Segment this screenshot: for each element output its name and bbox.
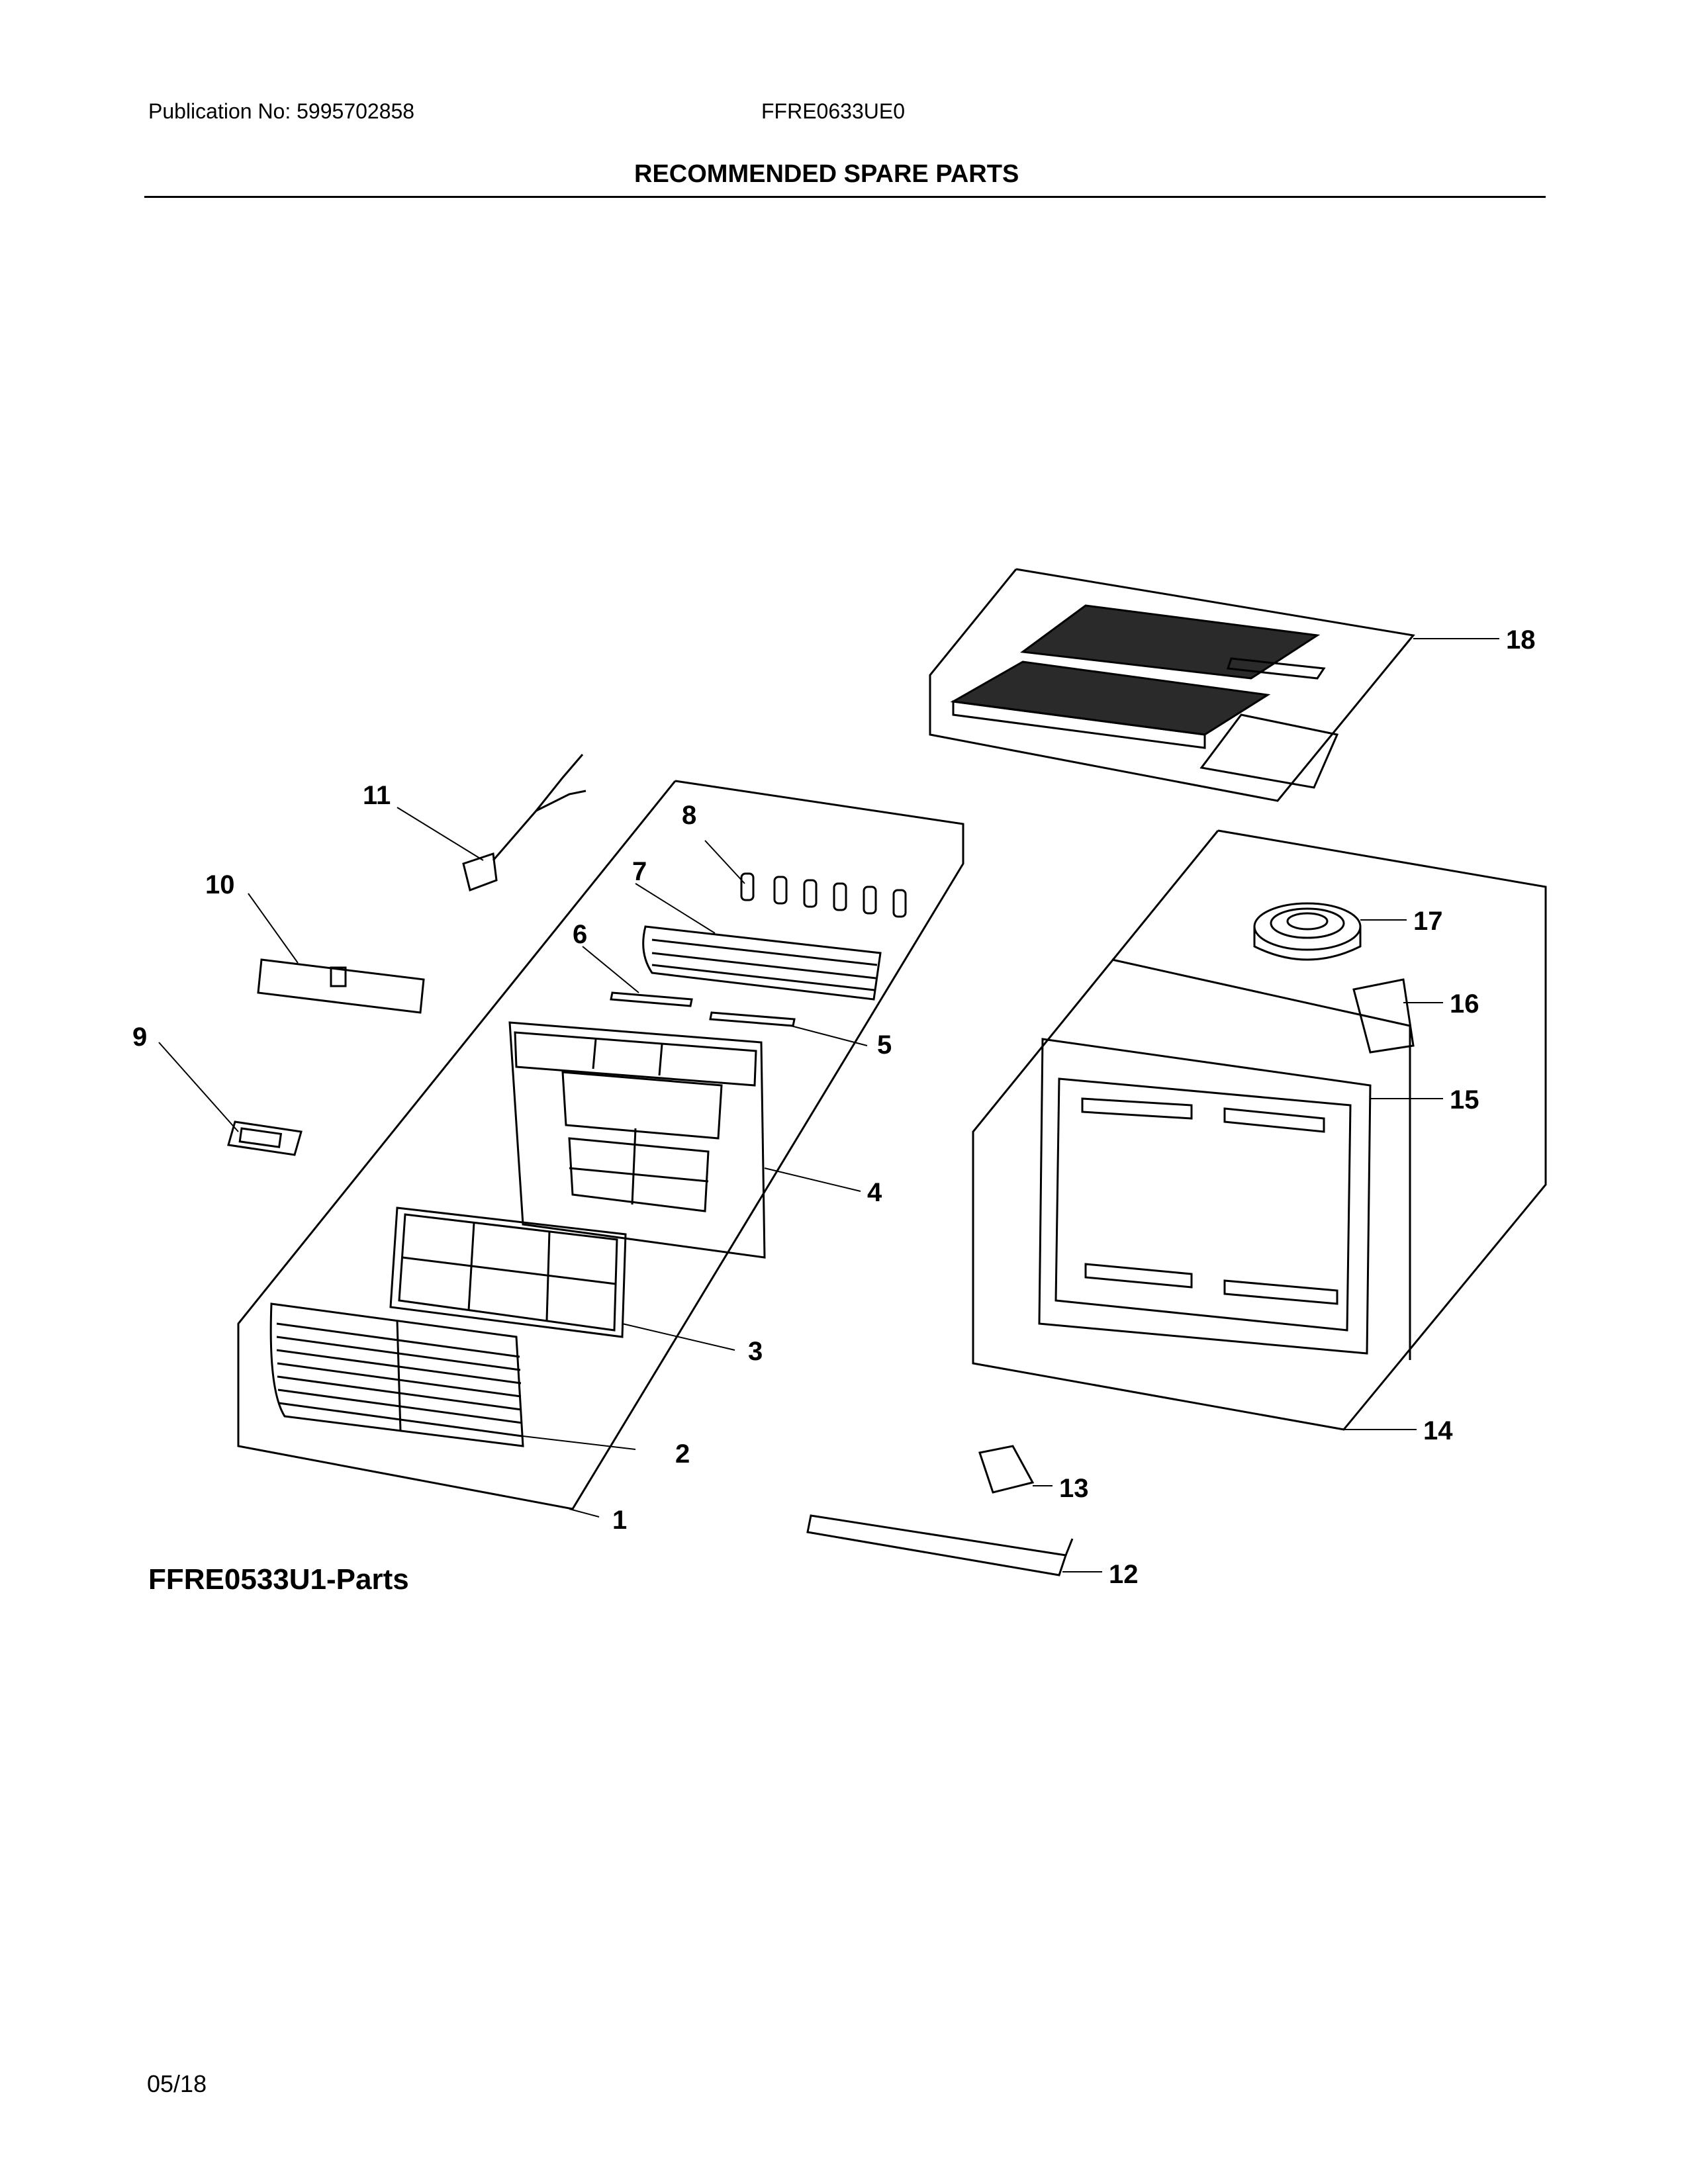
side-curtain-frame-boundary (1111, 958, 1411, 1360)
remote-control-9 (227, 1120, 303, 1156)
screw-pack-13 (978, 1445, 1035, 1494)
front-grille-2 (269, 1302, 524, 1447)
callout-9: 9 (132, 1023, 147, 1052)
power-cord-11 (462, 754, 586, 891)
callout-7: 7 (632, 857, 647, 886)
revision-date: 05/18 (147, 2070, 207, 2097)
callout-4: 4 (867, 1178, 882, 1207)
callout-8: 8 (682, 801, 696, 830)
control-board-10 (257, 958, 425, 1014)
callout-14: 14 (1423, 1416, 1453, 1445)
air-louver-7 (642, 925, 882, 1001)
group-boundary-front-assembly (237, 780, 964, 1510)
hardware-bag-16 (1352, 978, 1415, 1054)
model-number: FFRE0633UE0 (761, 99, 905, 123)
support-rail-12 (806, 1514, 1074, 1576)
accessory-kit-18 (950, 604, 1339, 789)
publication-number: Publication No: 5995702858 (148, 99, 415, 123)
callout-16: 16 (1450, 989, 1479, 1019)
foam-seal-roll-17 (1253, 902, 1362, 961)
side-curtain-frame-15 (1038, 1038, 1372, 1355)
leader-lines (158, 638, 1499, 1572)
parts-group-label: FFRE0533U1-Parts (148, 1563, 409, 1596)
louver-link-5 (709, 1011, 796, 1027)
front-panel-4 (508, 1021, 766, 1259)
callout-1: 1 (612, 1506, 627, 1535)
callout-18: 18 (1506, 625, 1536, 655)
callout-5: 5 (877, 1030, 892, 1060)
title-divider (144, 196, 1546, 198)
callout-6: 6 (573, 920, 587, 949)
vertical-louver-blades-8 (740, 872, 907, 918)
louver-link-6 (610, 991, 693, 1007)
air-filter-3 (389, 1206, 627, 1338)
callout-17: 17 (1413, 907, 1443, 936)
callout-3: 3 (748, 1337, 763, 1366)
group-boundary-accessory-kit (929, 568, 1415, 802)
callout-13: 13 (1059, 1474, 1089, 1503)
callout-10: 10 (205, 870, 235, 899)
page-title: RECOMMENDED SPARE PARTS (634, 160, 1019, 188)
callout-11: 11 (363, 781, 391, 810)
callout-15: 15 (1450, 1085, 1479, 1115)
callout-12: 12 (1109, 1560, 1139, 1589)
callout-2: 2 (675, 1439, 690, 1469)
